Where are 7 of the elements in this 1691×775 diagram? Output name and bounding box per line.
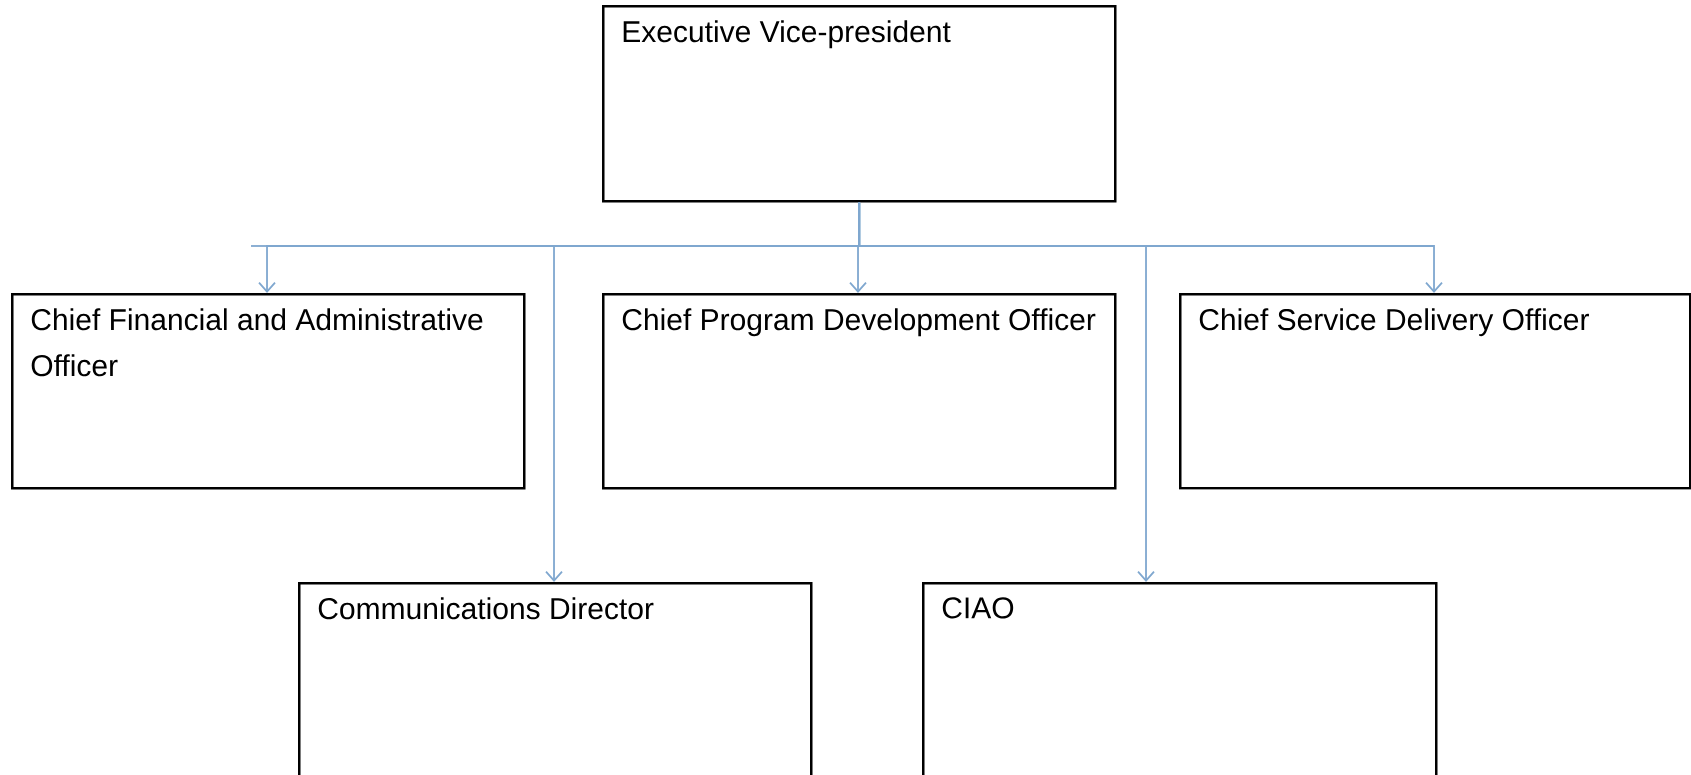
org-box: CIAO <box>922 582 1438 775</box>
connector-arrow <box>858 201 1443 293</box>
org-box: Communications Director <box>298 582 813 775</box>
org-box: Chief Service Delivery Officer <box>1179 293 1691 490</box>
org-box: Chief Program Development Officer <box>602 293 1117 490</box>
org-box: Executive Vice-president <box>602 5 1117 203</box>
org-box: Chief Financial and Administrative Officer <box>11 293 526 490</box>
